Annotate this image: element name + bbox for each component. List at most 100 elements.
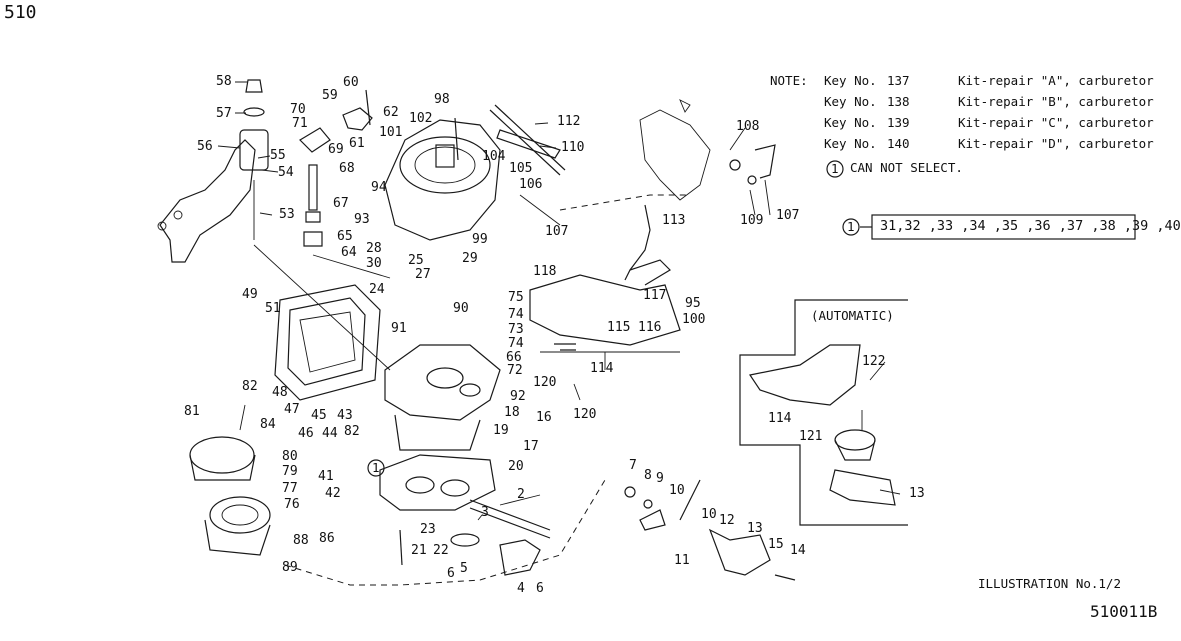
callout: 101 (379, 125, 403, 140)
callout: 114 (768, 411, 792, 426)
choke-assembly (559, 99, 776, 281)
callout: 67 (333, 196, 349, 211)
callout: 7 (629, 458, 637, 473)
callout: 49 (242, 287, 258, 302)
callout: 79 (282, 464, 298, 479)
callout: 100 (682, 312, 706, 327)
callout: 18 (504, 405, 520, 420)
callout: 21 (411, 543, 427, 558)
diaphragm-assembly (189, 404, 271, 556)
callout: 14 (790, 543, 806, 558)
callout: 112 (557, 114, 581, 129)
circle-marker-note: 1 (831, 161, 839, 176)
callout: 77 (282, 481, 298, 496)
callout: 24 (369, 282, 385, 297)
note-key: Key No. (824, 94, 877, 109)
callout: 22 (433, 543, 449, 558)
callout: 75 (508, 290, 524, 305)
callout: 82 (242, 379, 258, 394)
circle-marker-body: 1 (372, 460, 380, 475)
callout: 57 (216, 106, 232, 121)
callout: 13 (747, 521, 763, 536)
callout: 106 (519, 177, 543, 192)
callout: 55 (270, 148, 286, 163)
circle-marker-group: 1 (847, 219, 855, 234)
callout: 109 (740, 213, 764, 228)
carburetor-body (284, 344, 606, 586)
callout: 107 (545, 224, 569, 239)
callout: 58 (216, 74, 232, 89)
select-group-list: 31,32 ,33 ,34 ,35 ,36 ,37 ,38 ,39 ,40 (880, 218, 1181, 234)
callout: 76 (284, 497, 300, 512)
callout: 19 (493, 423, 509, 438)
callout: 43 (337, 408, 353, 423)
callout: 27 (415, 267, 431, 282)
callout: 13 (909, 486, 925, 501)
callout: 46 (298, 426, 314, 441)
page-code: 510 (4, 2, 37, 23)
throttle-bracket (529, 259, 681, 353)
callout: 25 (408, 253, 424, 268)
note-num: 139 (887, 115, 910, 130)
callout: 98 (434, 92, 450, 107)
figure-code: 510011B (1090, 602, 1158, 621)
callout: 71 (292, 116, 308, 131)
note-label: NOTE: (770, 73, 808, 88)
callout: 65 (337, 229, 353, 244)
callout: 92 (510, 389, 526, 404)
note-num: 140 (887, 136, 910, 151)
throttle-linkage (624, 479, 796, 581)
callout: 59 (322, 88, 338, 103)
cannot-select-text: CAN NOT SELECT. (850, 160, 963, 175)
callout: 30 (366, 256, 382, 271)
callout: 15 (768, 537, 784, 552)
callout: 99 (472, 232, 488, 247)
callout: 6 (536, 581, 544, 596)
callout: 116 (638, 320, 662, 335)
callout: 107 (776, 208, 800, 223)
note-key: Key No. (824, 136, 877, 151)
callout: 10 (669, 483, 685, 498)
callout: 10 (701, 507, 717, 522)
callout: 61 (349, 136, 365, 151)
callout: 6 (447, 566, 455, 581)
callout: 48 (272, 385, 288, 400)
note-key: Key No. (824, 73, 877, 88)
callout: 28 (366, 241, 382, 256)
callout: 80 (282, 449, 298, 464)
callout: 86 (319, 531, 335, 546)
callout: 108 (736, 119, 760, 134)
callout: 122 (862, 354, 886, 369)
callout: 91 (391, 321, 407, 336)
note-desc: Kit-repair "C", carburetor (958, 115, 1154, 130)
callout: 120 (533, 375, 557, 390)
callout: 94 (371, 180, 387, 195)
note-key: Key No. (824, 115, 877, 130)
note-desc: Kit-repair "D", carburetor (958, 136, 1154, 151)
callout: 23 (420, 522, 436, 537)
callout: 84 (260, 417, 276, 432)
callout: 42 (325, 486, 341, 501)
callout: 118 (533, 264, 557, 279)
callout: 20 (508, 459, 524, 474)
callout: 11 (674, 553, 690, 568)
callout: 12 (719, 513, 735, 528)
callout: 82 (344, 424, 360, 439)
callout: 114 (590, 361, 614, 376)
callout: 89 (282, 560, 298, 575)
callout: 4 (517, 581, 525, 596)
callout: 60 (343, 75, 359, 90)
callout: 105 (509, 161, 533, 176)
illustration-label: ILLUSTRATION No.1/2 (978, 576, 1121, 591)
callout: 73 (508, 322, 524, 337)
callout: 88 (293, 533, 309, 548)
callout: 74 (508, 307, 524, 322)
callout: 51 (265, 301, 281, 316)
callout: 72 (507, 363, 523, 378)
callout: 110 (561, 140, 585, 155)
note-desc: Kit-repair "A", carburetor (958, 73, 1154, 88)
callout: 47 (284, 402, 300, 417)
callout: 81 (184, 404, 200, 419)
